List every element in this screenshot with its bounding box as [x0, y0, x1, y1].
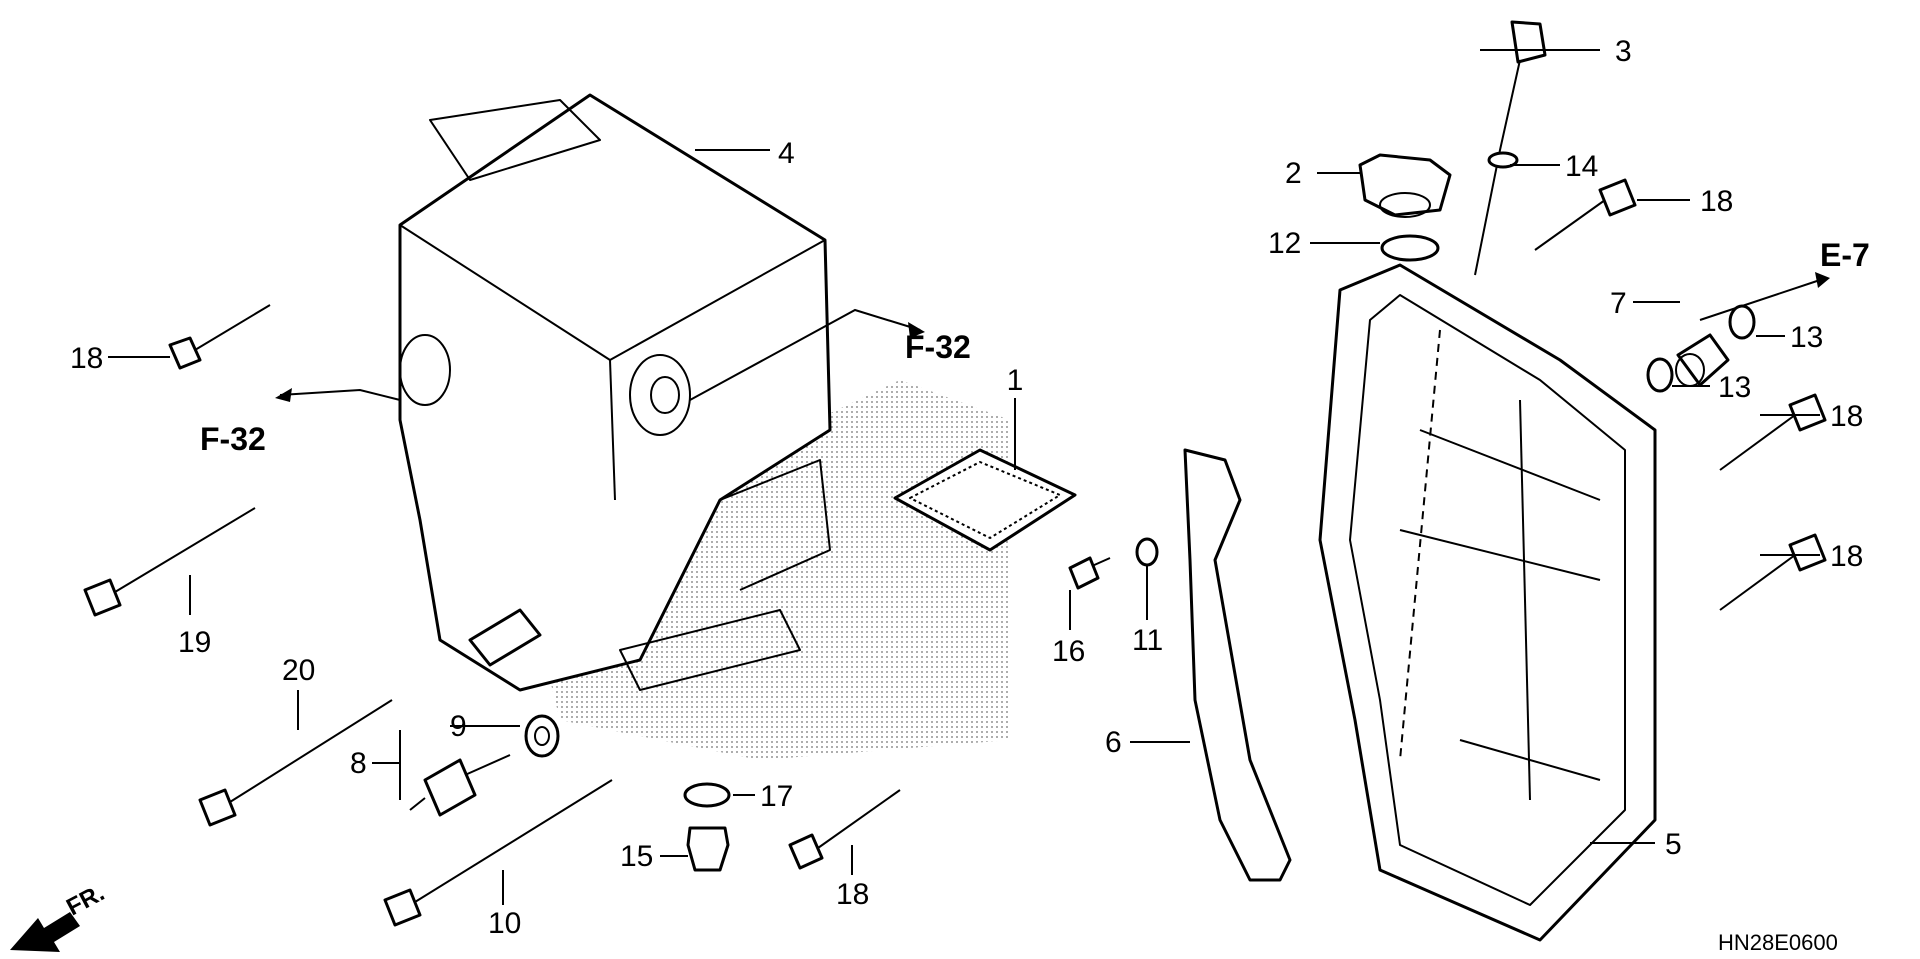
dipstick-part-3[interactable]: [1474, 20, 1547, 276]
callout-18-bottom: 18: [836, 878, 869, 911]
callout-5: 5: [1665, 828, 1682, 861]
washer-part-11[interactable]: [1135, 537, 1159, 567]
callout-labels: 18 4 1 19 20 9 8 10 17 15 18 16 11 6 5 2…: [70, 35, 1863, 940]
bolt-part-20[interactable]: [198, 699, 393, 827]
diagram-code: HN28E0600: [1718, 930, 1838, 955]
callout-20: 20: [282, 654, 315, 687]
callout-7: 7: [1610, 287, 1627, 320]
callout-18-top-right: 18: [1700, 185, 1733, 218]
bolt-part-18-bottom[interactable]: [788, 789, 901, 870]
bolt-part-18-top-right[interactable]: [1534, 178, 1637, 251]
seal-part-13-lower[interactable]: [1646, 357, 1674, 393]
callout-15: 15: [620, 840, 653, 873]
bolt-part-18-lower-right[interactable]: [1719, 533, 1827, 611]
callout-13-lower: 13: [1718, 371, 1751, 404]
callout-2: 2: [1285, 157, 1302, 190]
sensor-part-8[interactable]: [409, 754, 511, 817]
callout-18-mid-right: 18: [1830, 400, 1863, 433]
callout-14: 14: [1565, 150, 1598, 183]
callout-13-upper: 13: [1790, 321, 1823, 354]
callout-17: 17: [760, 780, 793, 813]
callout-12: 12: [1268, 227, 1301, 260]
callout-16: 16: [1052, 635, 1085, 668]
callout-8: 8: [350, 747, 367, 780]
ref-f32-left: F-32: [200, 421, 266, 457]
callout-11: 11: [1132, 624, 1163, 657]
bolt-part-16[interactable]: [1068, 556, 1111, 590]
washer-part-9[interactable]: [524, 714, 560, 758]
tank-frame-part-5[interactable]: [1318, 263, 1657, 942]
front-direction-arrow: FR.: [10, 879, 109, 952]
leader-lines: [108, 49, 1820, 905]
callout-18-left: 18: [70, 342, 103, 375]
callout-10: 10: [488, 907, 521, 940]
honda-watermark: [520, 380, 1010, 760]
gasket-part-6[interactable]: [1183, 448, 1292, 882]
reference-labels: F-32 F-32 E-7: [200, 237, 1870, 457]
reference-arrows: [275, 272, 1830, 402]
bolt-part-18-left[interactable]: [168, 304, 271, 370]
oil-tank-part-4[interactable]: [398, 93, 832, 692]
washer-part-12[interactable]: [1380, 234, 1440, 262]
filler-cap-part-2[interactable]: [1358, 153, 1452, 218]
drain-plug-part-15[interactable]: [686, 826, 730, 872]
ref-f32-right: F-32: [905, 329, 971, 365]
filter-screen-part-1[interactable]: [893, 448, 1077, 552]
callout-3: 3: [1615, 35, 1632, 68]
callout-9: 9: [450, 710, 467, 743]
bolt-part-10[interactable]: [383, 779, 613, 927]
o-ring-part-14[interactable]: [1487, 151, 1519, 169]
callout-1: 1: [1007, 364, 1024, 397]
callout-6: 6: [1105, 726, 1122, 759]
bolt-part-18-mid-right[interactable]: [1719, 393, 1827, 471]
washer-part-17[interactable]: [683, 782, 731, 808]
callout-19: 19: [178, 626, 211, 659]
seal-part-13-upper[interactable]: [1728, 304, 1756, 340]
callout-4: 4: [778, 137, 795, 170]
bolt-part-19[interactable]: [83, 507, 256, 617]
callout-18-lower-right: 18: [1830, 540, 1863, 573]
ref-e7: E-7: [1820, 237, 1870, 273]
